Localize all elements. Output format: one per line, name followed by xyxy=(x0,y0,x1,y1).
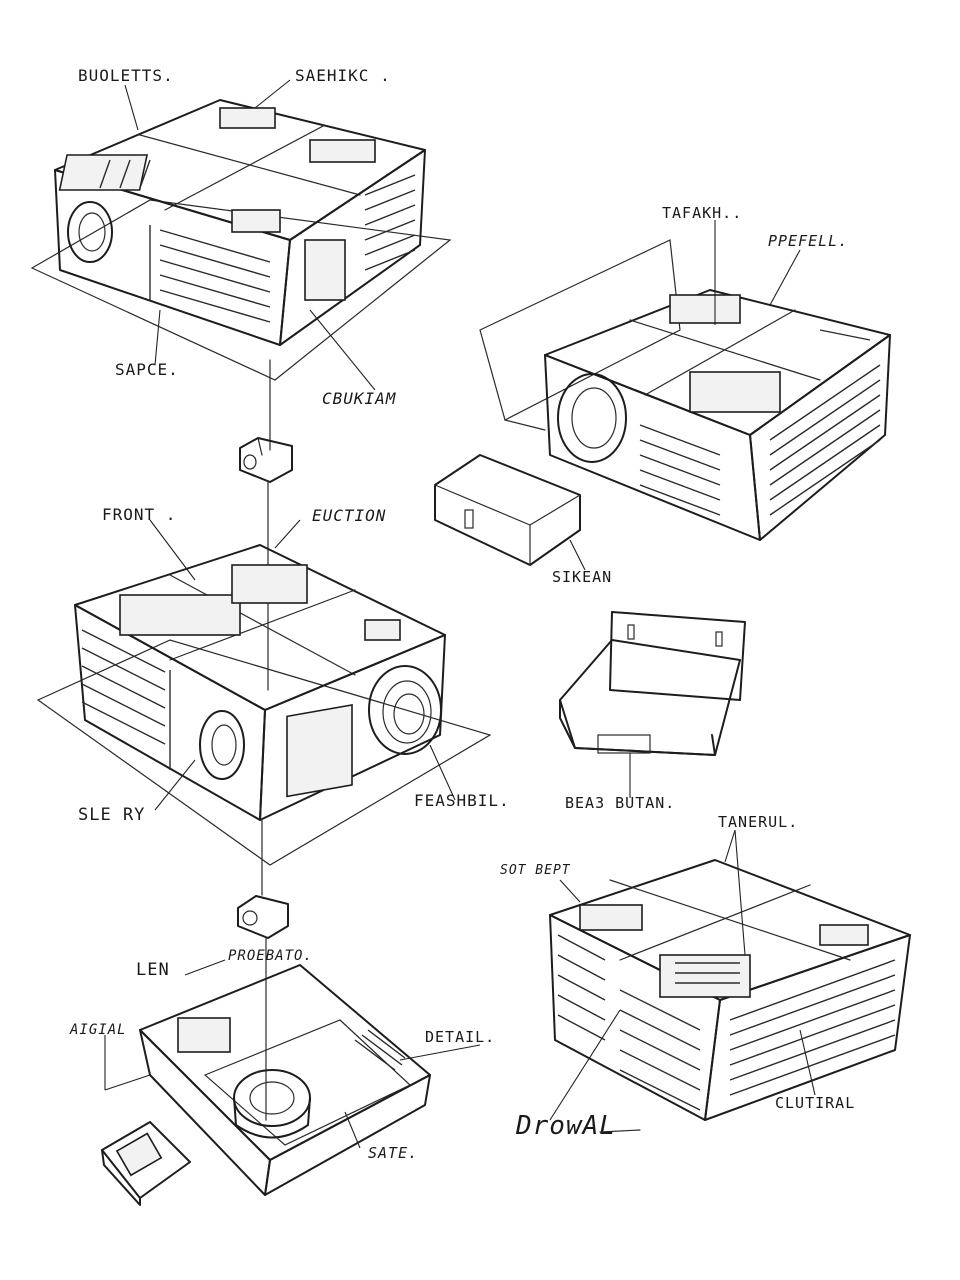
projector-1-side xyxy=(279,149,426,346)
label-proebato: PROEBATO. xyxy=(228,948,313,964)
leader-lines xyxy=(124,79,816,1149)
connector-cube-1 xyxy=(239,437,293,483)
projector-top-left xyxy=(30,99,452,381)
projector-open-bottom xyxy=(101,964,431,1206)
bracket-base xyxy=(559,639,741,756)
bracket-back xyxy=(609,611,746,701)
projector-3-lens xyxy=(557,373,627,463)
tray-badge xyxy=(177,1017,231,1053)
label-sotbept: SOT BEPT xyxy=(500,863,571,878)
projector-top-right xyxy=(434,239,891,566)
remote-block xyxy=(101,1121,191,1199)
label-tanerul: TANERUL. xyxy=(718,813,798,831)
label-bucletts: BUOLETTS. xyxy=(78,66,174,85)
top-grille xyxy=(309,139,376,163)
tray-inner xyxy=(203,1019,412,1146)
screen-panel xyxy=(479,239,681,421)
top-vent-panel-2 xyxy=(119,594,241,636)
projector-2-small-lens xyxy=(199,710,245,780)
top-display-2 xyxy=(231,564,308,604)
label-detail: DETAIL. xyxy=(425,1028,495,1046)
side-access-panel xyxy=(304,239,346,301)
top-button-2 xyxy=(364,619,401,641)
projector-2-lens xyxy=(368,665,442,755)
label-feashbil: FEASHBIL. xyxy=(414,791,510,810)
label-beasbutan: BEA3 BUTAN. xyxy=(565,794,675,812)
label-aigial: AIGIAL xyxy=(69,1022,127,1038)
label-cbukiam: CBUKIAM xyxy=(322,389,397,408)
label-saehikc: SAEHIKC . xyxy=(295,66,391,85)
ground-plane-2 xyxy=(36,639,492,866)
label-front: FRONT . xyxy=(102,505,176,524)
label-clutiral: CLUTIRAL xyxy=(775,1094,855,1112)
label-sapce: SAPCE. xyxy=(115,360,179,379)
bracket-slot xyxy=(597,734,651,754)
top-grille-4 xyxy=(659,954,751,998)
label-euction: EUCTION xyxy=(312,506,386,525)
top-display-3 xyxy=(689,371,781,413)
focus-dial xyxy=(233,1069,311,1127)
bracket-tray xyxy=(559,611,746,798)
top-button-4 xyxy=(819,924,869,946)
label-sikean: SIKEAN xyxy=(552,568,612,586)
top-vent-panel xyxy=(58,154,149,191)
top-panel-2 xyxy=(219,107,276,129)
cartridge xyxy=(434,454,581,566)
connector-cube-2 xyxy=(237,895,289,939)
label-sleery: SLE RY xyxy=(78,805,145,825)
projector-bottom-right xyxy=(549,859,911,1121)
projector-mid-left xyxy=(36,544,492,866)
label-tafakh: TAFAKH.. xyxy=(662,204,742,222)
front-panel-2 xyxy=(286,703,353,798)
projector-3-side xyxy=(749,334,891,541)
tray-front xyxy=(139,1029,271,1196)
label-drowal: DrowAL xyxy=(515,1111,616,1141)
projector-4-side xyxy=(704,934,911,1121)
tray-side xyxy=(264,1074,431,1196)
top-button-pad xyxy=(231,209,281,233)
label-len: LEN xyxy=(136,960,170,980)
top-panel-4 xyxy=(579,904,643,931)
projector-1-lens xyxy=(67,201,113,263)
label-sate: SATE. xyxy=(368,1144,418,1162)
label-ppefell: PPEFELL. xyxy=(768,232,848,250)
projector-2-side xyxy=(259,634,446,821)
top-panel-3 xyxy=(669,294,741,324)
